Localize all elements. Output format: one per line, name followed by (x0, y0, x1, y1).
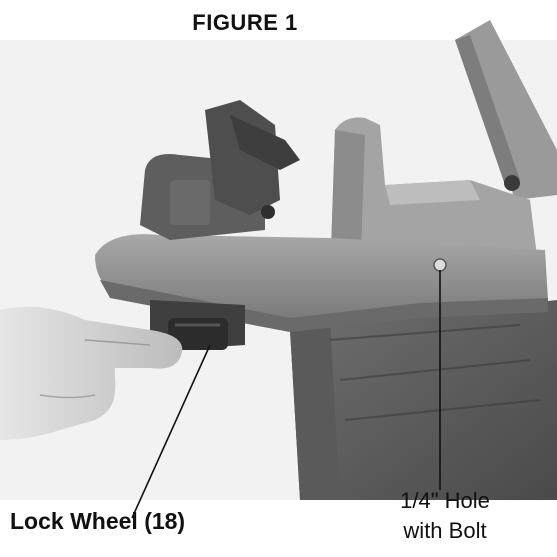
hand (0, 306, 183, 440)
figure-title: FIGURE 1 (192, 10, 298, 35)
hole-label-line-2: with Bolt (403, 518, 487, 543)
lock-wheel-label: Lock Wheel (18) (10, 508, 186, 534)
hole-label-line-1: 1/4" Hole (400, 488, 490, 513)
tool-arm (455, 20, 557, 200)
lock-wheel-leader-line (131, 344, 211, 519)
hole-with-bolt-label: 1/4" Hole with Bolt (380, 486, 510, 546)
clamp-mechanism (140, 100, 300, 240)
workbench (290, 300, 557, 500)
